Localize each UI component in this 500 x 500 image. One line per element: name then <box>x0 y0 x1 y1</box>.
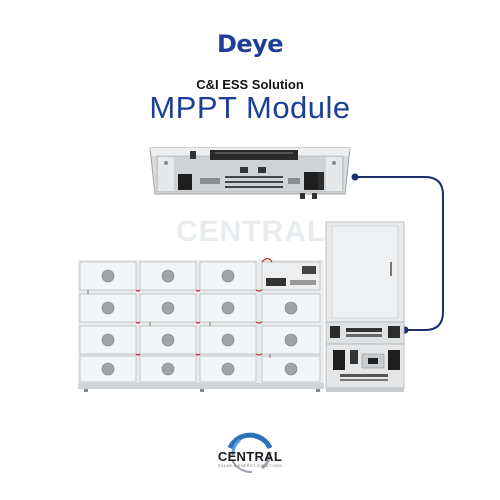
central-logo-name: CENTRAL <box>217 449 283 464</box>
central-logo-tagline: SOLAR & ENERGY SOLUTIONS <box>217 464 283 468</box>
deye-brand-logo: Deye <box>216 30 284 58</box>
battery-racks-image <box>78 257 324 392</box>
page-subtitle: C&I ESS Solution <box>196 77 304 92</box>
inverter-cabinet-image <box>325 221 405 392</box>
mppt-module-image <box>149 147 351 199</box>
page-title: MPPT Module <box>149 90 351 125</box>
watermark: CENTRAL <box>176 215 327 248</box>
central-logo-icon <box>227 432 273 474</box>
